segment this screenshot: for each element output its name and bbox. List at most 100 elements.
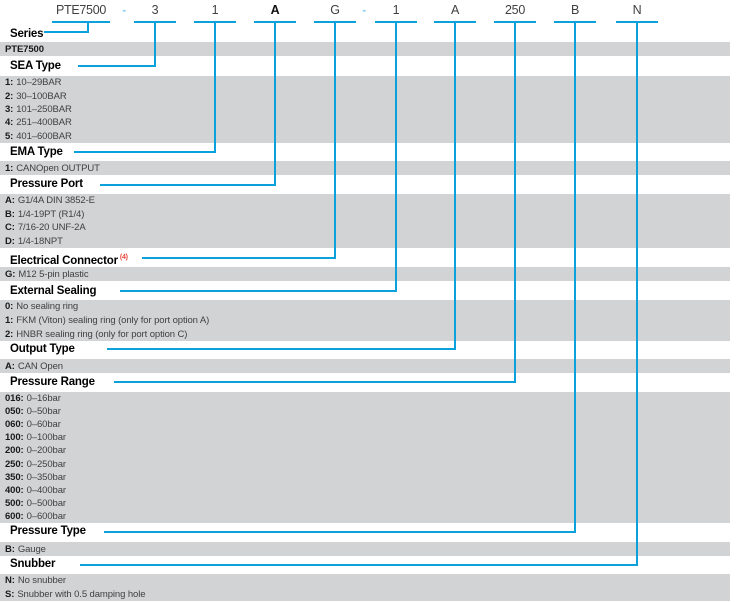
option-row: 060:0–60bar: [0, 418, 730, 431]
option-code: 060:: [5, 419, 24, 431]
section-title-output-type: Output Type: [10, 343, 75, 355]
code-underline: [554, 21, 596, 23]
options-block-sea-type: 1:10–29BAR 2:30–100BAR 3:101–250BAR 4:25…: [0, 76, 730, 143]
option-label: CAN Open: [17, 360, 63, 372]
option-row: 050:0–50bar: [0, 405, 730, 418]
code-segment-pressure-range: 250: [505, 3, 525, 17]
option-label: M12 5-pin plastic: [18, 268, 89, 280]
connector-line-vertical: [574, 21, 576, 533]
option-label: 0–500bar: [26, 497, 66, 509]
option-label: 10–29BAR: [16, 77, 62, 89]
connector-line-horizontal: [74, 151, 216, 153]
option-label: No sealing ring: [16, 301, 79, 313]
option-label: 251–400BAR: [16, 117, 72, 129]
options-block-snubber: N:No snubber S:Snubber with 0.5 damping …: [0, 574, 730, 601]
option-code: 600:: [5, 510, 24, 522]
code-segment-output-type: A: [450, 3, 460, 17]
code-segment-series: PTE7500: [55, 3, 107, 17]
option-row: 1:FKM (Viton) sealing ring (only for por…: [0, 314, 730, 328]
option-label: 401–600BAR: [16, 130, 72, 142]
section-title-pressure-range: Pressure Range: [10, 376, 95, 388]
options-block-ema-type: 1:CANOpen OUTPUT: [0, 161, 730, 175]
footnote-marker: (4): [119, 254, 128, 261]
option-label: 7/16-20 UNF-2A: [17, 222, 86, 234]
option-label: Snubber with 0.5 damping hole: [17, 588, 146, 600]
options-block-electrical-connector: G:M12 5-pin plastic: [0, 267, 730, 281]
option-code: 1:: [5, 315, 14, 326]
option-row: 0:No sealing ring: [0, 300, 730, 314]
option-label: CANOpen OUTPUT: [16, 162, 100, 174]
option-label: 1/4-19PT (R1/4): [17, 208, 85, 220]
connector-line-horizontal: [114, 381, 516, 383]
option-row: 250:0–250bar: [0, 457, 730, 470]
connector-line-horizontal: [120, 290, 397, 292]
code-underline: [616, 21, 658, 23]
code-underline: [254, 21, 296, 23]
connector-line-vertical: [395, 21, 397, 292]
option-code: C:: [5, 222, 15, 234]
options-block-pressure-range: 016:0–16bar 050:0–50bar 060:0–60bar 100:…: [0, 392, 730, 523]
option-label: 0–200bar: [26, 445, 66, 457]
option-code: 350:: [5, 471, 24, 483]
section-title-text: Electrical Connector: [10, 254, 118, 267]
options-block-external-sealing: 0:No sealing ring 1:FKM (Viton) sealing …: [0, 300, 730, 341]
option-label: 30–100BAR: [16, 90, 67, 102]
option-code: 4:: [5, 117, 14, 129]
option-label: 101–250BAR: [16, 104, 72, 116]
option-row: B:Gauge: [0, 542, 730, 556]
connector-line-vertical: [274, 21, 276, 186]
option-row: N:No snubber: [0, 574, 730, 588]
options-block-pressure-type: B:Gauge: [0, 542, 730, 556]
option-label: Gauge: [17, 543, 46, 555]
option-label: FKM (Viton) sealing ring (only for port …: [16, 315, 210, 326]
connector-line-vertical: [87, 21, 89, 33]
option-label: HNBR sealing ring (only for port option …: [16, 328, 188, 340]
option-row: B:1/4-19PT (R1/4): [0, 208, 730, 222]
option-row: S:Snubber with 0.5 damping hole: [0, 588, 730, 602]
option-code: 1:: [5, 162, 14, 174]
option-code: D:: [5, 235, 15, 247]
option-code: 500:: [5, 497, 24, 509]
option-code: B:: [5, 208, 15, 220]
option-code: PTE7500: [5, 43, 44, 55]
code-underline: [434, 21, 476, 23]
connector-line-horizontal: [78, 65, 156, 67]
code-segment-pressure-port: A: [270, 3, 280, 17]
code-segment-pressure-type: B: [570, 3, 580, 17]
section-title-sea-type: SEA Type: [10, 60, 61, 72]
option-code: 016:: [5, 393, 24, 405]
option-code: 250:: [5, 458, 24, 470]
option-row: 500:0–500bar: [0, 497, 730, 510]
section-title-ema-type: EMA Type: [10, 146, 63, 158]
code-underline: [494, 21, 536, 23]
option-code: 2:: [5, 328, 14, 340]
section-title-series: Series: [10, 28, 44, 40]
option-row: 100:0–100bar: [0, 431, 730, 444]
option-code: 400:: [5, 484, 24, 496]
option-row: 400:0–400bar: [0, 484, 730, 497]
option-label: 0–16bar: [26, 393, 61, 405]
option-code: A:: [5, 195, 15, 207]
option-row: D:1/4-18NPT: [0, 235, 730, 249]
option-code: B:: [5, 543, 15, 555]
options-block-pressure-port: A:G1/4A DIN 3852-E B:1/4-19PT (R1/4) C:7…: [0, 194, 730, 248]
option-code: G:: [5, 268, 16, 280]
option-row: C:7/16-20 UNF-2A: [0, 221, 730, 235]
connector-line-horizontal: [107, 348, 456, 350]
option-code: A:: [5, 360, 15, 372]
code-segment-connector: G: [330, 3, 340, 17]
option-label: 0–60bar: [26, 419, 61, 431]
option-code: 100:: [5, 432, 24, 444]
option-code: 1:: [5, 77, 14, 89]
option-code: S:: [5, 588, 15, 600]
connector-line-vertical: [214, 21, 216, 153]
connector-line-horizontal: [100, 184, 276, 186]
section-title-snubber: Snubber: [10, 558, 56, 570]
option-code: 050:: [5, 406, 24, 418]
code-underline: [194, 21, 236, 23]
code-separator: -: [362, 3, 366, 17]
option-row: A:G1/4A DIN 3852-E: [0, 194, 730, 208]
connector-line-vertical: [334, 21, 336, 259]
section-title-pressure-port: Pressure Port: [10, 178, 83, 190]
